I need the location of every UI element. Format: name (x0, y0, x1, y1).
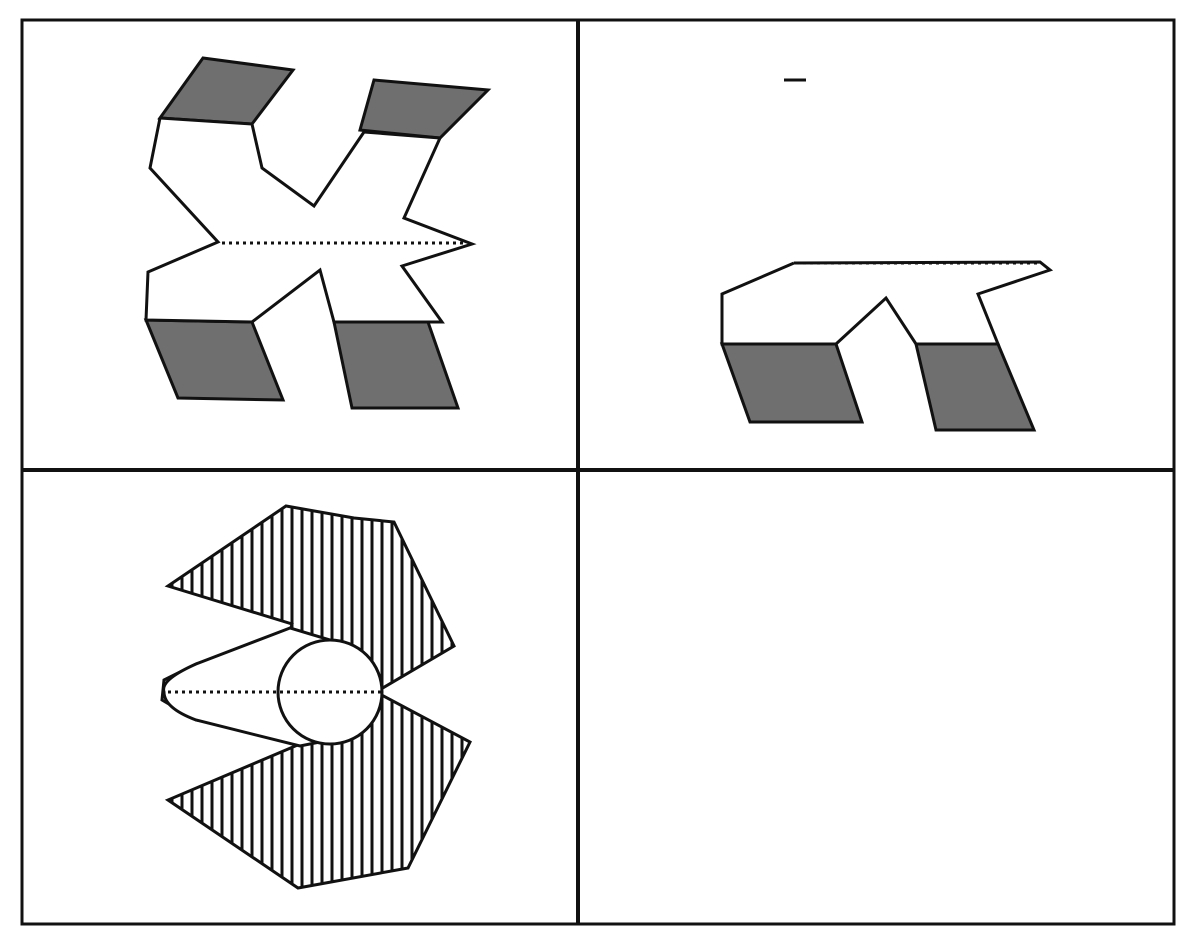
half-figure-outline (720, 260, 1054, 346)
shade-bottom-left (143, 318, 286, 402)
panel-top-left (143, 56, 492, 410)
panel-bottom-left (160, 504, 472, 890)
shade-top-right (358, 78, 492, 140)
shade-right (914, 342, 1037, 432)
figure-outline (144, 116, 477, 324)
shade-bottom-right (332, 320, 461, 410)
panel-top-right (719, 78, 1054, 432)
shade-left (719, 342, 865, 424)
shade-top-left (157, 56, 296, 126)
